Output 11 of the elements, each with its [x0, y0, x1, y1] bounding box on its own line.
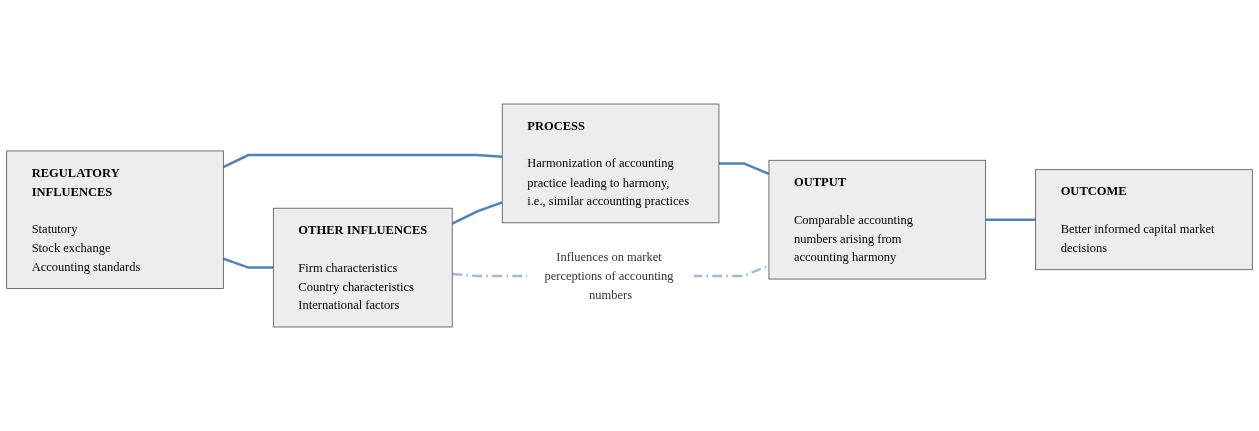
connector	[222, 257, 274, 269]
connector	[222, 153, 503, 169]
connector	[985, 218, 1036, 221]
node-box: OUTPUT Comparable accounting numbers arising from accounting harmony	[768, 159, 987, 280]
edge-label: Influences on market perceptions of accounting numbers	[544, 250, 674, 302]
node-box: REGULATORY INFLUENCES Statutory Stock exchange Accounting standards	[6, 150, 224, 289]
connector	[451, 201, 503, 225]
node-box: OTHER INFLUENCES Firm characteristics Country characteristics International factors	[272, 207, 453, 328]
node-box: OUTCOME Better informed capital market decisions	[1035, 169, 1253, 271]
connector	[718, 162, 770, 176]
node-box: PROCESS Harmonization of accounting practice leading to harmony, i.e., similar accounting practices	[501, 103, 720, 224]
